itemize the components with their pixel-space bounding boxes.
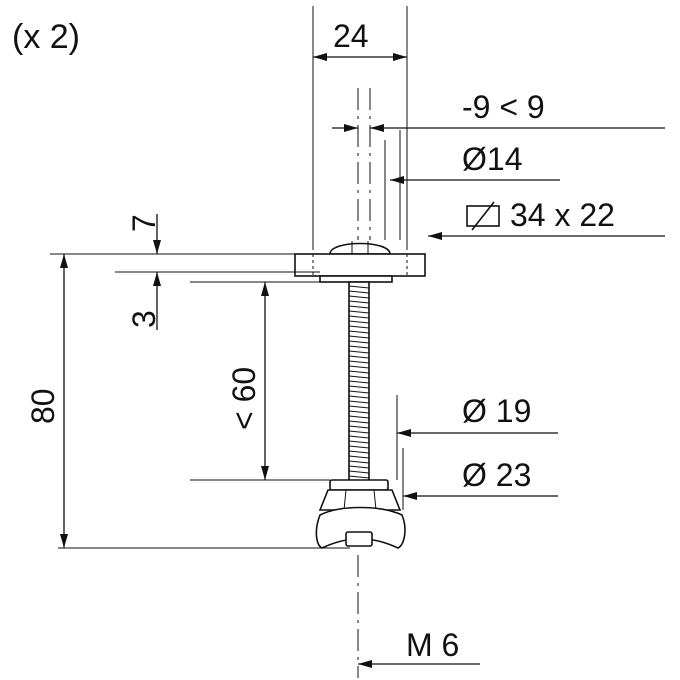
thread-mark bbox=[348, 440, 370, 444]
dim-text-24: 24 bbox=[333, 18, 369, 54]
thread-mark bbox=[348, 295, 370, 299]
thread-mark bbox=[348, 375, 370, 379]
thread-mark bbox=[348, 430, 370, 434]
thread-mark bbox=[348, 325, 370, 329]
thread-mark bbox=[348, 390, 370, 394]
dim-text-plate: 34 x 22 bbox=[510, 197, 615, 233]
thread-mark bbox=[348, 350, 370, 354]
thread-mark bbox=[348, 465, 370, 469]
thread-mark bbox=[348, 395, 370, 399]
dim-text-60: < 60 bbox=[226, 367, 262, 430]
thread-mark bbox=[348, 315, 370, 319]
rectangle-slash-icon bbox=[466, 201, 500, 231]
thread-mark bbox=[348, 460, 370, 464]
thread-mark bbox=[348, 450, 370, 454]
mounting-plate bbox=[294, 241, 426, 283]
thread-mark bbox=[348, 385, 370, 389]
thread-mark bbox=[348, 335, 370, 339]
dim-text-dia14: Ø14 bbox=[462, 141, 522, 177]
thread-mark bbox=[348, 310, 370, 314]
threaded-rod bbox=[348, 281, 370, 483]
thread-mark bbox=[348, 340, 370, 344]
dimension-dia23: Ø 23 bbox=[402, 448, 558, 510]
dimension-24: 24 bbox=[312, 6, 408, 250]
thread-mark bbox=[348, 360, 370, 364]
dimension-60: < 60 bbox=[190, 281, 349, 481]
thread-mark bbox=[348, 415, 370, 419]
dimension-7-3: 7 3 bbox=[50, 214, 320, 330]
thread-mark bbox=[348, 290, 370, 294]
thread-mark bbox=[348, 410, 370, 414]
dim-text-m6: M 6 bbox=[406, 627, 459, 663]
thread-mark bbox=[348, 305, 370, 309]
thread-mark bbox=[348, 475, 370, 479]
dim-text-80: 80 bbox=[25, 388, 61, 424]
dimension-range: -9 < 9 bbox=[332, 89, 665, 132]
thread-mark bbox=[348, 365, 370, 369]
dim-text-7: 7 bbox=[126, 214, 162, 232]
dimension-dia14: Ø14 bbox=[390, 130, 560, 240]
thread-mark bbox=[348, 435, 370, 439]
thread-mark bbox=[348, 300, 370, 304]
dim-text-range: -9 < 9 bbox=[462, 89, 545, 125]
dim-text-dia19: Ø 19 bbox=[462, 393, 531, 429]
thread-mark bbox=[348, 330, 370, 334]
cone-nut bbox=[318, 479, 402, 511]
thread-mark bbox=[348, 320, 370, 324]
dimension-80: 80 bbox=[25, 254, 350, 549]
thread-mark bbox=[348, 470, 370, 474]
thread-mark bbox=[348, 420, 370, 424]
dimension-m6: M 6 bbox=[358, 627, 480, 668]
thread-mark bbox=[348, 370, 370, 374]
thread-mark bbox=[348, 345, 370, 349]
dimension-plate: 34 x 22 bbox=[428, 197, 665, 240]
quantity-label: (x 2) bbox=[12, 18, 80, 56]
thread-mark bbox=[348, 425, 370, 429]
thread-mark bbox=[348, 445, 370, 449]
thread-mark bbox=[348, 400, 370, 404]
wing-nut bbox=[315, 506, 406, 549]
thread-mark bbox=[348, 455, 370, 459]
dimension-dia19: Ø 19 bbox=[396, 393, 558, 480]
thread-mark bbox=[348, 405, 370, 409]
dim-text-dia23: Ø 23 bbox=[462, 457, 531, 493]
thread-mark bbox=[348, 355, 370, 359]
dim-text-3: 3 bbox=[126, 310, 162, 328]
thread-mark bbox=[348, 380, 370, 384]
thread-mark bbox=[348, 285, 370, 289]
